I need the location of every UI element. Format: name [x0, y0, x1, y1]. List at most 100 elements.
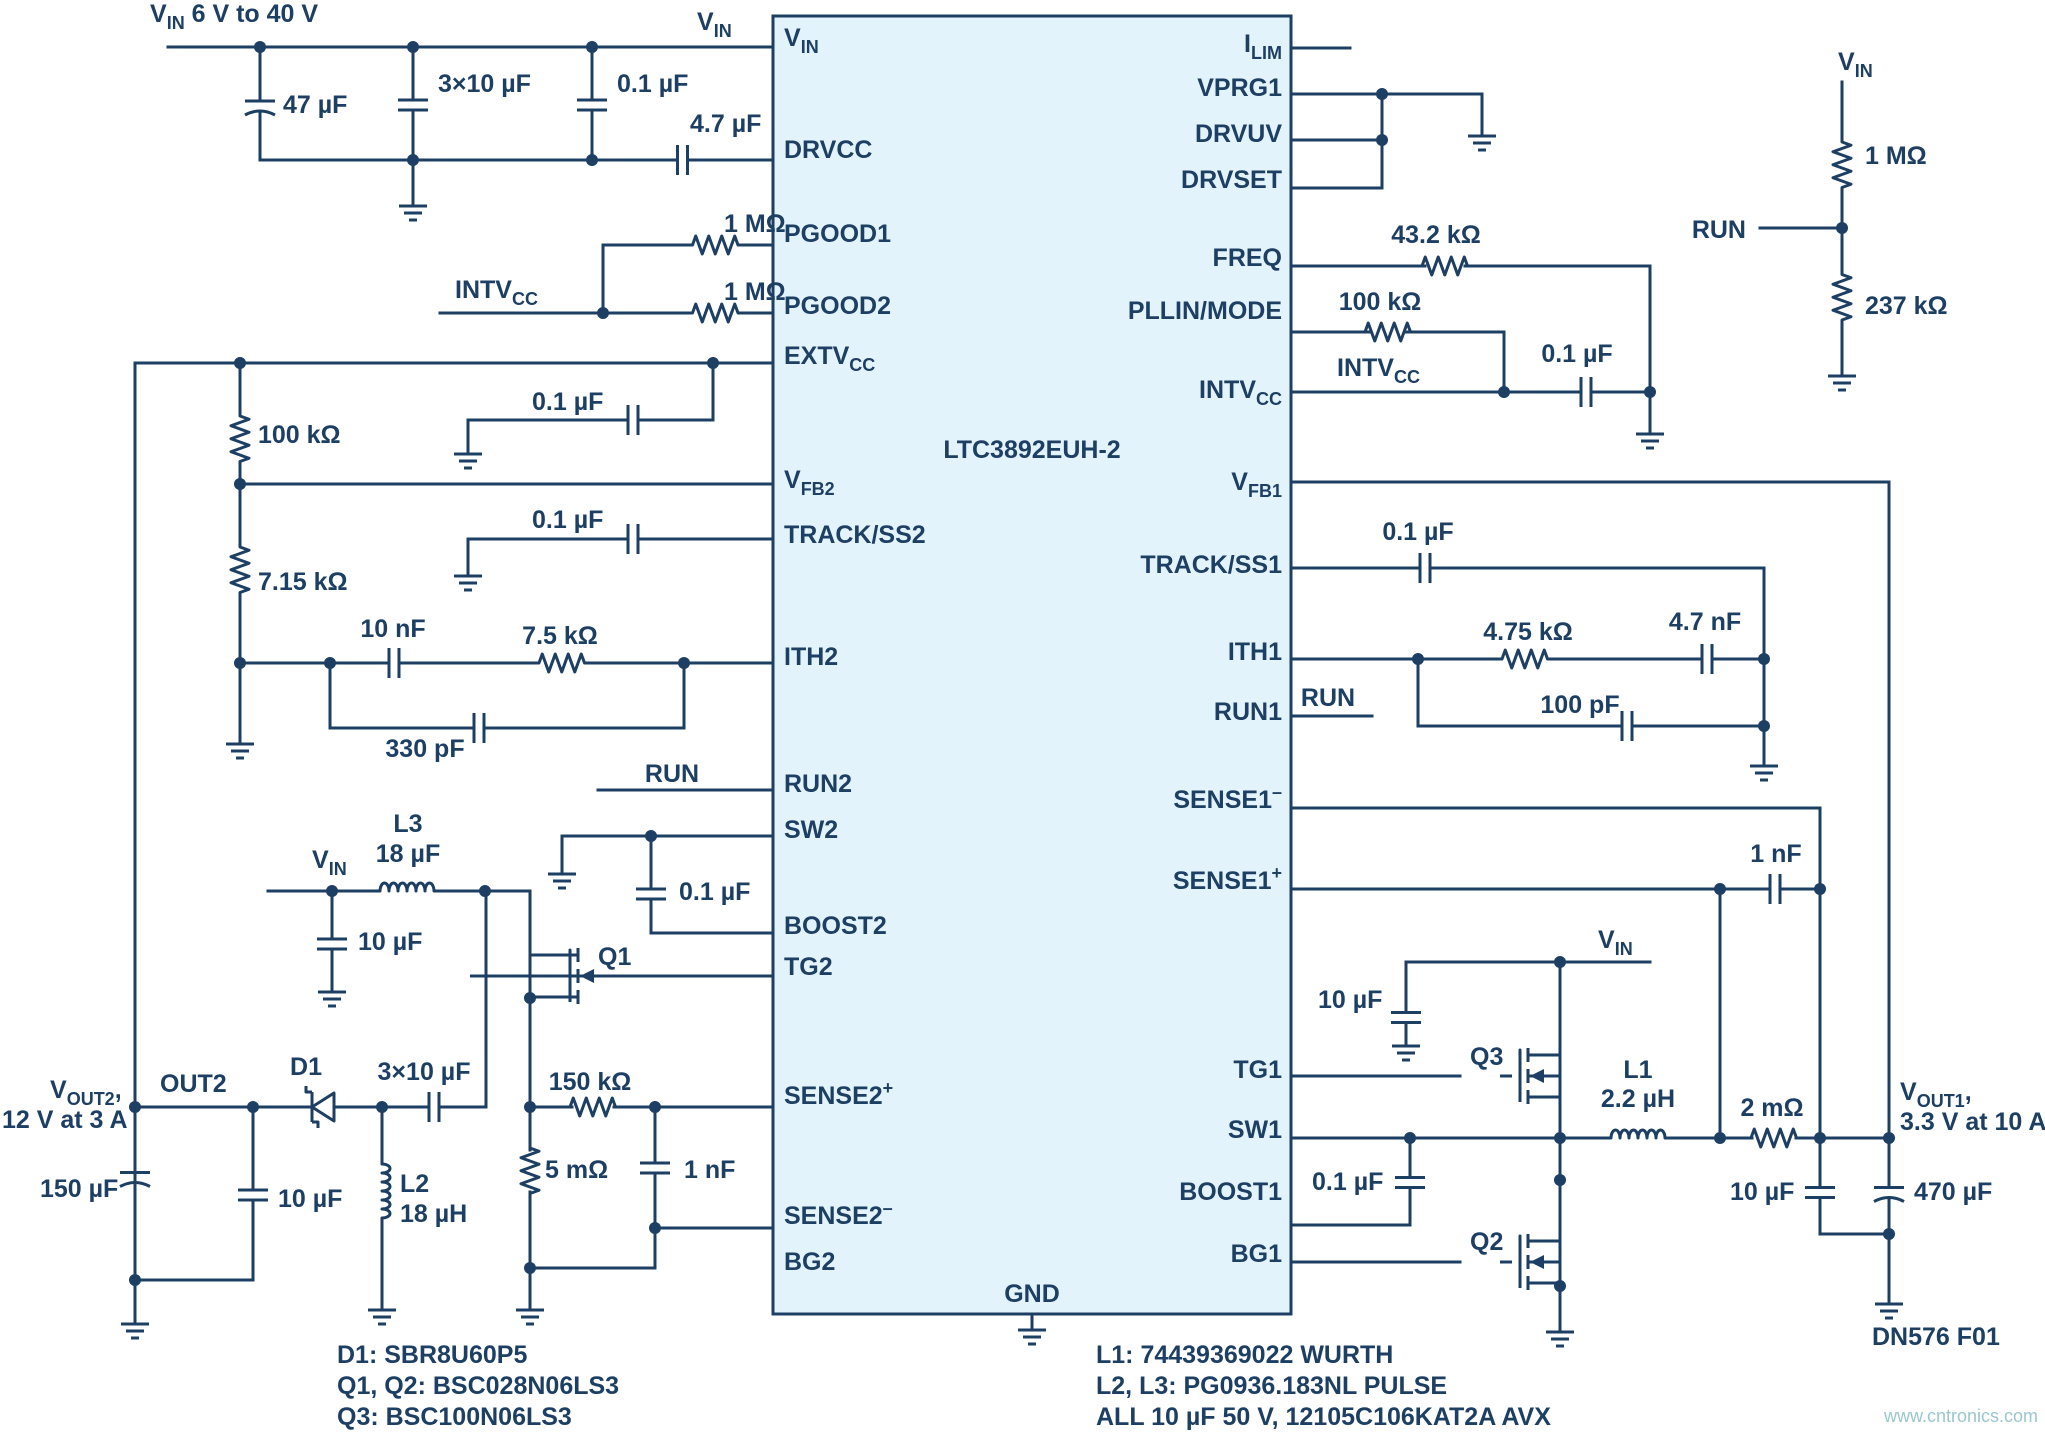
pin-left-14: BG2 — [784, 1248, 835, 1276]
component-value: 1 MΩ — [724, 210, 786, 238]
pin-left-12: SENSE2+ — [784, 1078, 893, 1110]
capacitor-symbol — [577, 80, 607, 130]
mosfet-q2-gate — [1500, 1234, 1522, 1288]
junction-dot — [649, 1222, 661, 1234]
junction-dot — [407, 41, 419, 53]
capacitor-symbol — [458, 713, 500, 743]
net-vin-right: VIN — [1838, 48, 1873, 81]
pin-right-16: BG1 — [1231, 1240, 1283, 1268]
pin-right-8: TRACK/SS1 — [1140, 551, 1282, 579]
component-value: Q1 — [598, 943, 631, 971]
component-value: 0.1 µF — [532, 388, 603, 416]
capacitor-symbol — [238, 1170, 268, 1220]
pin-right-9: ITH1 — [1228, 638, 1282, 666]
mosfet-q3-gate — [1500, 1048, 1522, 1102]
capacitor-symbol — [1760, 874, 1790, 904]
polarized-capacitor-symbol — [1873, 1175, 1905, 1210]
vout1-label: VOUT1, — [1900, 1078, 1972, 1111]
junction-dot — [234, 478, 246, 490]
ground-symbol — [516, 1296, 544, 1326]
junction-dot — [1814, 1132, 1826, 1144]
junction-dot — [324, 657, 336, 669]
component-value: D1 — [290, 1053, 322, 1081]
bom-left-1: Q1, Q2: BSC028N06LS3 — [337, 1372, 619, 1400]
pin-left-0: VIN — [784, 24, 819, 57]
ground-symbol — [1636, 420, 1664, 450]
wire — [560, 834, 653, 862]
capacitor-symbol — [382, 1092, 486, 1122]
component-value: Q2 — [1470, 1228, 1503, 1256]
component-value: 10 nF — [360, 615, 425, 643]
junction-dot — [1376, 134, 1388, 146]
resistor-symbol — [1831, 140, 1853, 190]
junction-dot — [524, 1262, 536, 1274]
capacitor-symbol — [1565, 377, 1607, 407]
junction-dot — [1412, 653, 1424, 665]
ground-symbol — [121, 1310, 149, 1340]
component-value: 18 µF — [376, 840, 440, 868]
mosfet-q2-arrow — [1530, 1255, 1544, 1269]
junction-dot — [1644, 386, 1656, 398]
pin-right-2: DRVUV — [1195, 120, 1282, 148]
junction-dot — [479, 885, 491, 897]
pin-right-15: BOOST1 — [1179, 1178, 1282, 1206]
supply-label: VIN 6 V to 40 V — [150, 0, 318, 33]
junction-dot — [1554, 1280, 1566, 1292]
pin-left-4: EXTVCC — [784, 342, 875, 375]
ground-symbol — [1468, 122, 1496, 152]
resistor-symbol — [530, 652, 594, 674]
junction-dot — [1714, 883, 1726, 895]
component-value: 0.1 µF — [617, 70, 688, 98]
pin-left-1: DRVCC — [784, 136, 872, 164]
resistor-symbol — [229, 410, 251, 468]
component-value: 100 pF — [1540, 691, 1619, 719]
junction-dot — [247, 1101, 259, 1113]
ground-symbol — [226, 730, 254, 760]
pin-right-4: FREQ — [1213, 244, 1282, 272]
pin-right-1: VPRG1 — [1197, 74, 1282, 102]
pin-right-13: TG1 — [1233, 1056, 1282, 1084]
component-value: 0.1 µF — [1312, 1168, 1383, 1196]
capacitor-symbol — [613, 524, 653, 554]
wires — [133, 45, 1891, 1332]
ground-symbol — [1546, 1318, 1574, 1348]
capacitor-symbol — [372, 648, 416, 678]
junction-dot — [407, 154, 419, 166]
pin-left-13: SENSE2– — [784, 1198, 893, 1230]
junction-dot — [524, 1101, 536, 1113]
component-value: 18 µH — [400, 1200, 467, 1228]
component-value: 1 MΩ — [724, 278, 786, 306]
component-value: 1 nF — [1750, 840, 1801, 868]
component-value: L2 — [400, 1170, 429, 1198]
pin-right-11: SENSE1– — [1173, 782, 1282, 814]
junction-dot — [1714, 1132, 1726, 1144]
resistor-symbol — [229, 540, 251, 600]
junction-dot — [1758, 653, 1770, 665]
inductor-symbol — [380, 1157, 392, 1225]
resistor-symbol — [685, 234, 746, 256]
capacitor-symbol — [1391, 995, 1421, 1040]
capacitor-symbol — [1692, 644, 1722, 674]
pin-gnd: GND — [1004, 1280, 1060, 1308]
ground-symbol — [454, 440, 482, 470]
junction-dot — [376, 1101, 388, 1113]
capacitor-symbol — [1805, 1175, 1835, 1210]
resistor-symbol — [685, 302, 746, 324]
junction-dot — [1554, 1132, 1566, 1144]
wire — [1289, 480, 1891, 1136]
watermark: www.cntronics.com — [1883, 1406, 2038, 1426]
junction-dot — [1883, 1132, 1895, 1144]
ic-body — [771, 14, 1293, 1316]
mosfet-q1-arrow — [580, 969, 594, 983]
resistor-symbol — [1749, 1127, 1798, 1149]
pin-left-3: PGOOD2 — [784, 292, 891, 320]
junction-dot — [1404, 1132, 1416, 1144]
schottky-diode-d1 — [304, 1091, 336, 1123]
net-vin-boost: VIN — [312, 846, 347, 879]
vout2-label: VOUT2, — [50, 1076, 122, 1109]
pin-left-9: SW2 — [784, 816, 838, 844]
pin-left-6: TRACK/SS2 — [784, 521, 926, 549]
junction-dot — [234, 657, 246, 669]
resistor-symbol — [568, 1096, 617, 1118]
net-vin-q3: VIN — [1598, 926, 1633, 959]
